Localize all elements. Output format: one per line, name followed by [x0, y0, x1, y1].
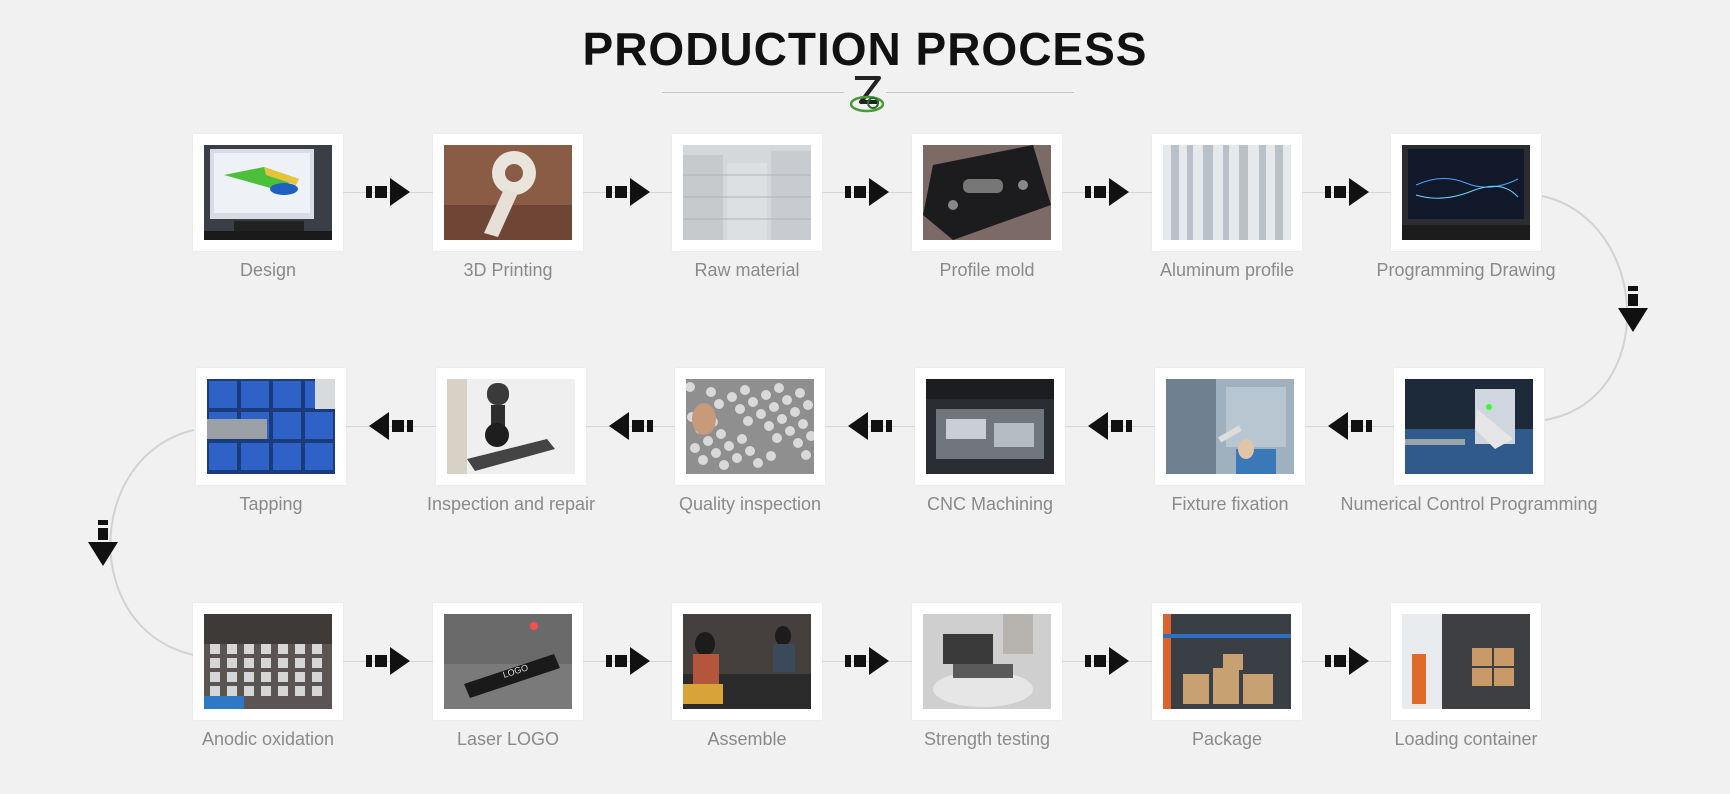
- step-label: Strength testing: [923, 729, 1051, 749]
- step-card-warehouse-stock: [672, 134, 822, 251]
- step-card-cnc-machine: [915, 368, 1065, 485]
- step-card-assembly-workers: [672, 603, 822, 720]
- cnc-machine-photo: [926, 379, 1054, 474]
- right-arrow-icon: [366, 647, 410, 675]
- step-label: Numerical Control Programming: [1340, 494, 1598, 514]
- step-label: 3D Printing: [463, 260, 553, 280]
- connector-line: [1065, 426, 1155, 427]
- step-label: Aluminum profile: [1159, 260, 1295, 280]
- step-label: CNC Machining: [926, 494, 1054, 514]
- cnc-programming-photo: [1405, 379, 1533, 474]
- warehouse-stock-photo: [683, 145, 811, 240]
- step-card-container-loading: [1391, 603, 1541, 720]
- blue-crates-photo: [207, 379, 335, 474]
- parts-inspection-photo: [686, 379, 814, 474]
- right-arrow-icon: [1324, 178, 1369, 206]
- step-card-cardboard-boxes: [1152, 603, 1302, 720]
- step-label: Laser LOGO: [456, 729, 560, 749]
- testing-machine-photo: [923, 614, 1051, 709]
- step-card-parts-inspection: [675, 368, 825, 485]
- step-label: Inspection and repair: [426, 494, 596, 514]
- cardboard-boxes-photo: [1163, 614, 1291, 709]
- right-arrow-icon: [366, 178, 410, 206]
- computer-monitor-cad-photo: [204, 145, 332, 240]
- right-arrow-icon: [1085, 178, 1129, 206]
- step-card-programming-monitor: [1391, 134, 1541, 251]
- programming-monitor-photo: [1402, 145, 1530, 240]
- connector-line: [1302, 661, 1391, 662]
- connector-line: [583, 192, 672, 193]
- connector-line: [343, 192, 433, 193]
- left-arrow-icon: [848, 412, 892, 440]
- right-arrow-icon: [845, 647, 889, 675]
- step-label: Anodic oxidation: [201, 729, 335, 749]
- z-logo-icon: [849, 76, 885, 113]
- step-card-blue-crates: [196, 368, 346, 485]
- step-label: Assemble: [707, 729, 787, 749]
- right-arrow-icon: [1324, 647, 1369, 675]
- right-arrow-icon: [1085, 647, 1129, 675]
- step-label: Design: [239, 260, 297, 280]
- step-card-metal-mold: [912, 134, 1062, 251]
- connector-line: [1062, 192, 1152, 193]
- step-label: Tapping: [239, 494, 303, 514]
- microscope-photo: [447, 379, 575, 474]
- connector-line: [1062, 661, 1152, 662]
- connector-line: [825, 426, 915, 427]
- title-divider-right: [886, 92, 1074, 93]
- step-label: Loading container: [1394, 729, 1538, 749]
- step-label: Quality inspection: [678, 494, 822, 514]
- right-arrow-icon: [605, 178, 650, 206]
- page-title: PRODUCTION PROCESS: [582, 23, 1148, 75]
- step-card-anodizing-rack: [193, 603, 343, 720]
- step-label: Programming Drawing: [1376, 260, 1556, 280]
- step-card-cnc-programming: [1394, 368, 1544, 485]
- connector-line: [343, 661, 433, 662]
- right-arrow-icon: [845, 178, 889, 206]
- title-divider-left: [662, 92, 844, 93]
- step-label: Fixture fixation: [1171, 494, 1289, 514]
- connector-line: [586, 426, 675, 427]
- step-card-microscope: [436, 368, 586, 485]
- down-arrow-icon: [1618, 286, 1648, 332]
- step-card-aluminum-bars: [1152, 134, 1302, 251]
- step-label: Package: [1191, 729, 1263, 749]
- left-arrow-icon: [369, 412, 413, 440]
- step-card-testing-machine: [912, 603, 1062, 720]
- assembly-workers-photo: [683, 614, 811, 709]
- connector-line: [822, 661, 912, 662]
- left-arrow-icon: [608, 412, 653, 440]
- step-label: Raw material: [694, 260, 800, 280]
- step-card-fixture-machine: [1155, 368, 1305, 485]
- container-loading-photo: [1402, 614, 1530, 709]
- connector-line: [822, 192, 912, 193]
- right-arrow-icon: [605, 647, 650, 675]
- step-card-printed-part: [433, 134, 583, 251]
- down-arrow-icon: [88, 520, 118, 566]
- left-arrow-icon: [1088, 412, 1132, 440]
- connector-line: [1302, 192, 1391, 193]
- metal-mold-photo: [923, 145, 1051, 240]
- connector-line: [583, 661, 672, 662]
- connector-line: [346, 426, 436, 427]
- printed-part-photo: [444, 145, 572, 240]
- laser-marking-photo: LOGO: [444, 614, 572, 709]
- anodizing-rack-photo: [204, 614, 332, 709]
- aluminum-bars-photo: [1163, 145, 1291, 240]
- step-label: Profile mold: [939, 260, 1035, 280]
- left-arrow-icon: [1327, 412, 1372, 440]
- step-card-computer-monitor-cad: [193, 134, 343, 251]
- connector-line: [1305, 426, 1394, 427]
- step-card-laser-marking: LOGO: [433, 603, 583, 720]
- fixture-machine-photo: [1166, 379, 1294, 474]
